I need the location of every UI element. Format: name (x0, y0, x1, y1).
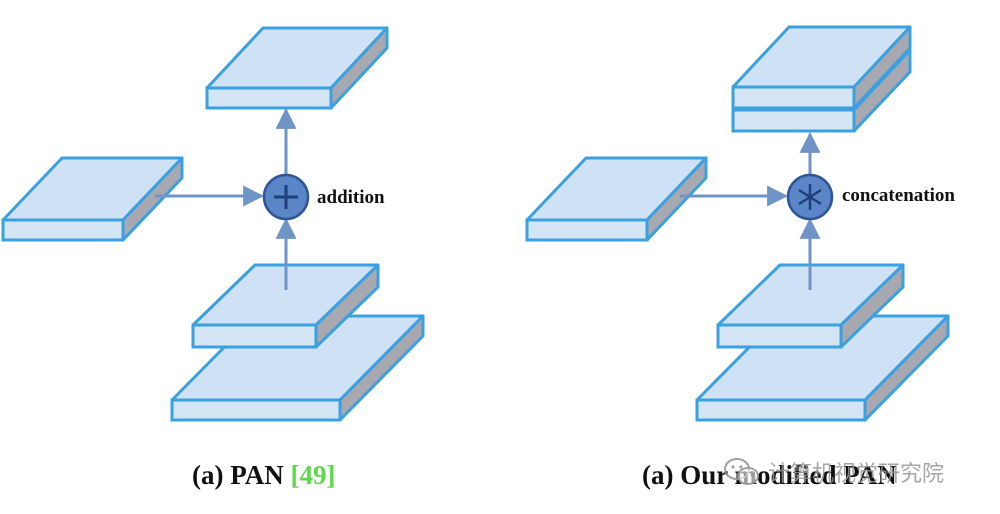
addition-icon (262, 173, 310, 221)
pan-reference-link[interactable]: [49] (290, 460, 336, 490)
modified-pan-panel: concatenation (525, 25, 955, 422)
watermark: 计算机视觉研究院 (722, 452, 944, 492)
concatenation-label: concatenation (842, 185, 955, 206)
feature-map-bottom-small (716, 263, 905, 349)
concatenation-icon (786, 173, 834, 221)
watermark-text: 计算机视觉研究院 (768, 462, 945, 487)
feature-map-output (205, 26, 389, 110)
feature-map-bottom-small (191, 263, 380, 349)
feature-map-lateral (525, 156, 708, 242)
wechat-icon (724, 458, 759, 485)
pan-caption: (a) PAN [49] (192, 458, 335, 492)
pan-caption-text: (a) PAN (192, 460, 284, 490)
modified-pan-caption: (a) Our modified PAN (642, 458, 897, 492)
feature-map-output-stacked (731, 25, 912, 133)
modified-pan-caption-text: (a) Our modified PAN (642, 460, 897, 490)
addition-label: addition (317, 187, 385, 208)
pan-panel: addition (1, 26, 425, 422)
feature-map-lateral (1, 156, 184, 242)
